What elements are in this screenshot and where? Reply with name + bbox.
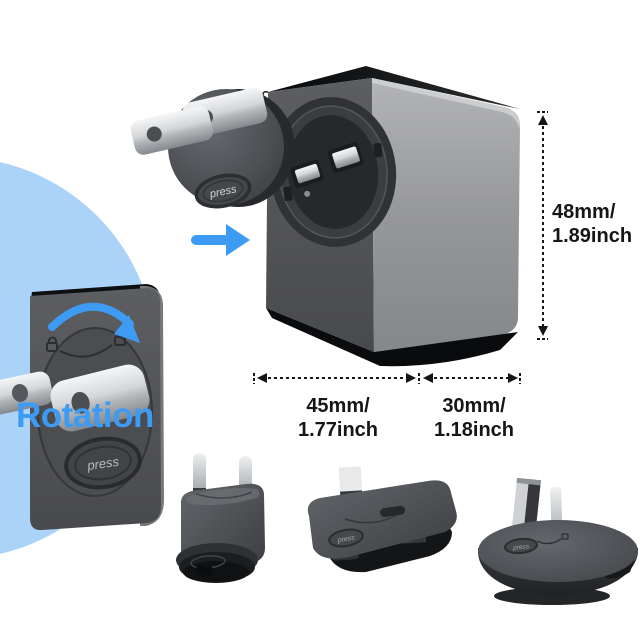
dim-arrow-down (538, 326, 548, 336)
press-button-label: press (85, 454, 120, 473)
attach-arrow-icon (191, 224, 250, 256)
lock-indicator-scale (46, 331, 131, 358)
dim-tick (537, 338, 548, 340)
height-dimension-label: 48mm/ 1.89inch (552, 201, 633, 247)
press-button-uk: press (328, 528, 364, 548)
dim-arrow-right (508, 373, 518, 383)
us-plug-head: press (130, 87, 295, 209)
rotation-arrow-icon (48, 302, 140, 343)
rotation-closeup-inset: press (0, 284, 164, 531)
us-prongs-closeup (0, 364, 150, 432)
dim-tick (418, 373, 420, 384)
dim-tick (253, 373, 255, 384)
depth-dimension-label: 30mm/ 1.18inch (433, 395, 515, 441)
charger-body (266, 66, 520, 367)
eu-plug-adapter (176, 453, 265, 583)
socket-contacts (290, 142, 364, 197)
plug-socket (269, 97, 397, 247)
dim-line-horizontal (268, 377, 406, 379)
eu-base (176, 543, 258, 583)
press-button-label: press (208, 183, 238, 201)
uk-plug-adapter: press (307, 466, 457, 573)
dim-line-horizontal (434, 377, 508, 379)
dim-tick (519, 373, 521, 384)
padlock-closed-icon (46, 336, 58, 352)
press-button-label: press (512, 543, 530, 552)
us-prongs (130, 87, 268, 155)
press-button-au: press (504, 537, 538, 555)
dim-arrow-left (423, 373, 433, 383)
press-button: press (194, 173, 252, 209)
au-plug-adapter: press (478, 477, 638, 605)
dim-tick (537, 111, 548, 113)
dim-arrow-up (538, 115, 548, 125)
dim-arrow-right (406, 373, 416, 383)
width-dimension-label: 45mm/ 1.77inch (297, 395, 379, 441)
dim-arrow-left (257, 373, 267, 383)
press-button-closeup: press (64, 436, 142, 490)
dim-line-vertical (542, 126, 544, 326)
press-button-label: press (336, 534, 356, 544)
rotation-caption: Rotation (16, 396, 154, 435)
